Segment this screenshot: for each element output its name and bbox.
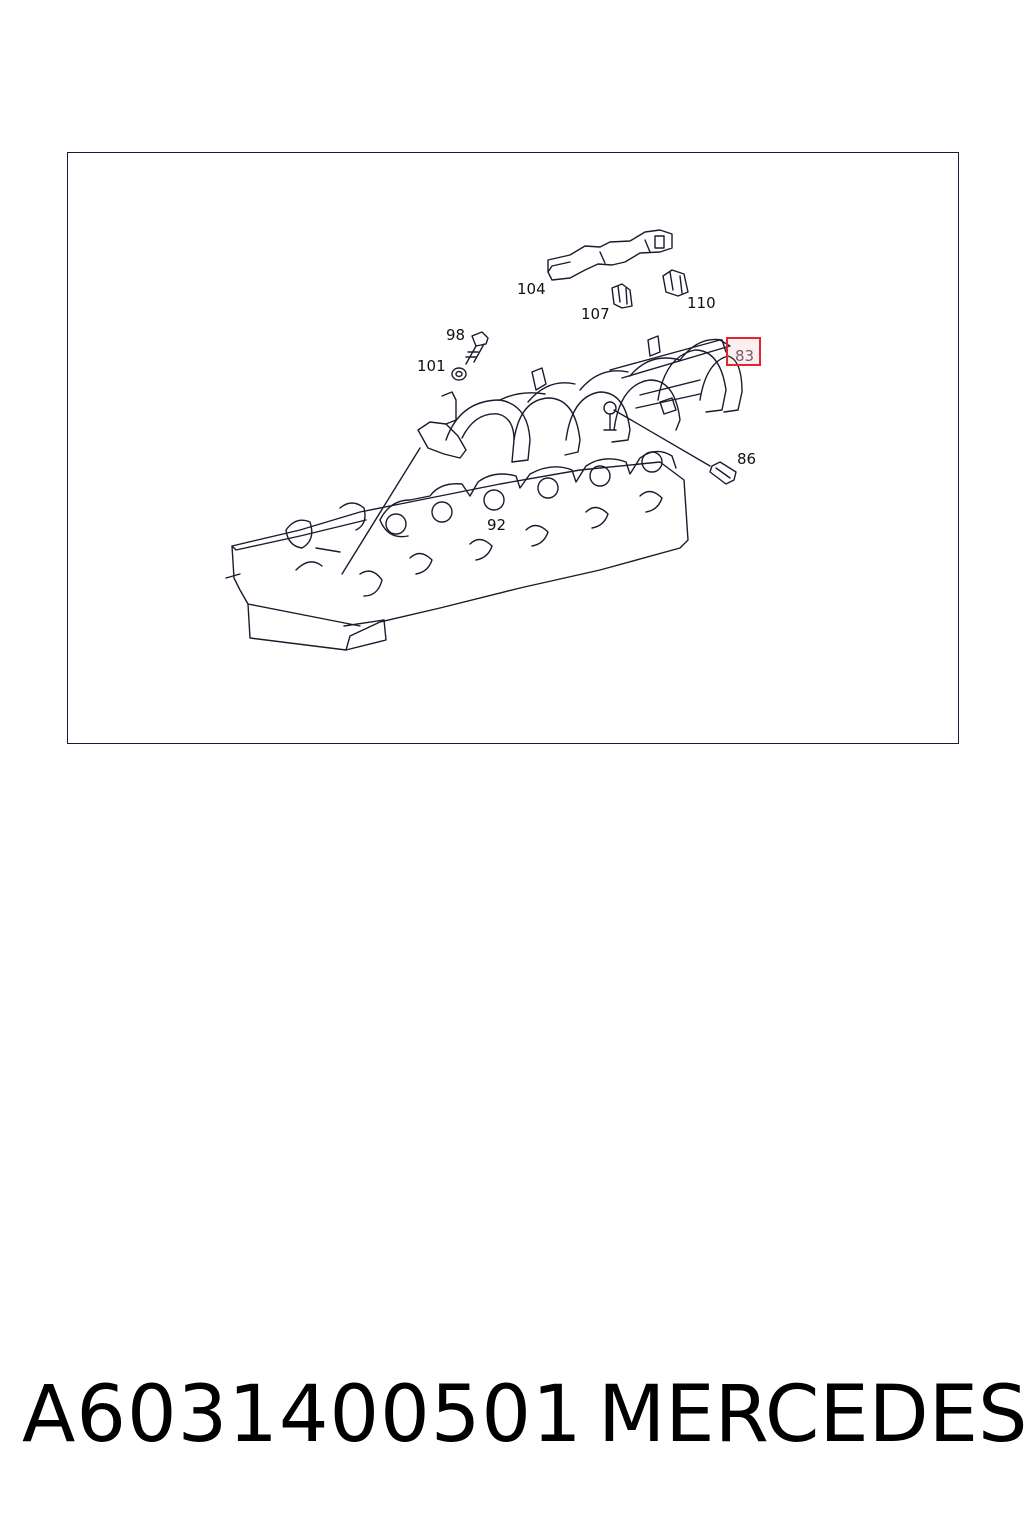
- highlighted-callout-83[interactable]: 83: [726, 337, 761, 366]
- callout-83: 83: [735, 347, 755, 365]
- callout-104[interactable]: 104: [517, 280, 546, 298]
- callout-110[interactable]: 110: [687, 294, 716, 312]
- footer: A6031400501 MERCEDES: [0, 1376, 1024, 1466]
- callout-98[interactable]: 98: [446, 326, 466, 344]
- callout-107[interactable]: 107: [581, 305, 610, 323]
- part-number: A6031400501: [22, 1370, 583, 1460]
- callout-92[interactable]: 92: [487, 516, 507, 534]
- brand-name: MERCEDES: [598, 1370, 1024, 1460]
- callout-86[interactable]: 86: [737, 450, 757, 468]
- diagram-frame: [67, 152, 959, 744]
- callout-101[interactable]: 101: [417, 357, 446, 375]
